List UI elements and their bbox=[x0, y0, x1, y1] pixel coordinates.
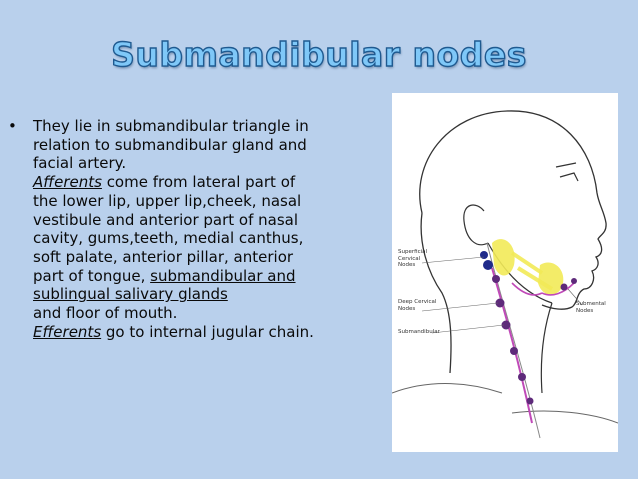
label-line: Superficial bbox=[398, 249, 428, 255]
label-line: Nodes bbox=[398, 305, 416, 312]
efferents-term: Efferents bbox=[33, 322, 102, 341]
text-line: They lie in submandibular triangle in bbox=[33, 117, 309, 135]
text-segment: go to internal jugular chain. bbox=[101, 322, 314, 341]
leader-line bbox=[421, 302, 499, 312]
head-neck-lymph-diagram: Superficial Cervical Nodes Deep Cervical… bbox=[392, 93, 618, 452]
leader-line bbox=[431, 324, 505, 334]
neck-back-outline bbox=[420, 212, 452, 374]
text-line: and floor of mouth. bbox=[33, 304, 178, 323]
text-line: relation to submandibular gland and bbox=[33, 135, 307, 154]
eyebrow bbox=[555, 162, 577, 168]
text-line: Efferents go to internal jugular chain. bbox=[33, 323, 378, 342]
label-submandibular: Submandibular bbox=[398, 329, 440, 335]
parotid-gland bbox=[492, 239, 515, 276]
submandibular-gland bbox=[538, 262, 564, 295]
text-segment: part of tongue, bbox=[33, 266, 151, 285]
afferents-term: Afferents bbox=[33, 173, 102, 192]
label-line: Cervical bbox=[398, 255, 421, 262]
head-outline bbox=[419, 110, 607, 310]
lymph-node bbox=[483, 260, 493, 270]
head-illustration bbox=[392, 110, 618, 439]
lymph-node bbox=[480, 251, 488, 259]
leader-line bbox=[567, 288, 583, 306]
text-line: Afferents come from lateral part of bbox=[33, 173, 378, 192]
label-superficial-cervical: Superficial Cervical Nodes bbox=[398, 249, 427, 269]
text-line: part of tongue, submandibular and bbox=[33, 267, 378, 286]
lymph-vessel bbox=[491, 267, 533, 424]
text-line: sublingual salivary glands bbox=[33, 285, 378, 304]
lymph-node bbox=[518, 373, 526, 381]
slide-title: Submandibular nodes bbox=[110, 34, 527, 74]
jaw-outline bbox=[487, 242, 553, 304]
neck-front-outline bbox=[540, 302, 553, 394]
clavicle-line bbox=[511, 410, 618, 424]
lymph-vessel bbox=[541, 282, 575, 296]
label-line: Nodes bbox=[576, 307, 594, 314]
text-line: vestibule and anterior part of nasal bbox=[33, 210, 299, 229]
lymph-node bbox=[492, 275, 500, 283]
bullet-marker: • bbox=[8, 117, 17, 135]
shoulder-line bbox=[392, 383, 503, 394]
salivary-glands-term-cont: sublingual salivary glands bbox=[33, 285, 228, 304]
text-line: soft palate, anterior pillar, anterior bbox=[33, 247, 294, 266]
label-submental: Submental Nodes bbox=[576, 301, 606, 314]
gland-streak bbox=[510, 251, 554, 291]
label-deep-cervical: Deep Cervical Nodes bbox=[398, 299, 436, 312]
label-line: Nodes bbox=[398, 262, 416, 268]
leader-line bbox=[421, 256, 485, 264]
label-line: Deep Cervical bbox=[398, 299, 437, 305]
lymph-vessel bbox=[511, 282, 543, 296]
lymph-node bbox=[501, 320, 511, 330]
lymph-node bbox=[526, 397, 534, 405]
salivary-glands-term: submandibular and bbox=[150, 266, 296, 285]
text-line: facial artery. bbox=[33, 154, 127, 173]
sternocleidomastoid-line bbox=[486, 242, 541, 439]
text-line: the lower lip, upper lip,cheek, nasal bbox=[33, 191, 302, 210]
bullet-paragraph: They lie in submandibular triangle in re… bbox=[33, 117, 378, 341]
submental-node bbox=[571, 278, 577, 284]
eye-outline bbox=[559, 172, 579, 182]
label-line: Submental bbox=[576, 301, 606, 307]
submental-node bbox=[560, 283, 568, 291]
text-line: cavity, gums,teeth, medial canthus, bbox=[33, 229, 304, 248]
lymph-node bbox=[510, 347, 518, 355]
lymph-node bbox=[495, 298, 505, 308]
ear-outline bbox=[463, 204, 489, 246]
text-segment: come from lateral part of bbox=[101, 173, 296, 192]
